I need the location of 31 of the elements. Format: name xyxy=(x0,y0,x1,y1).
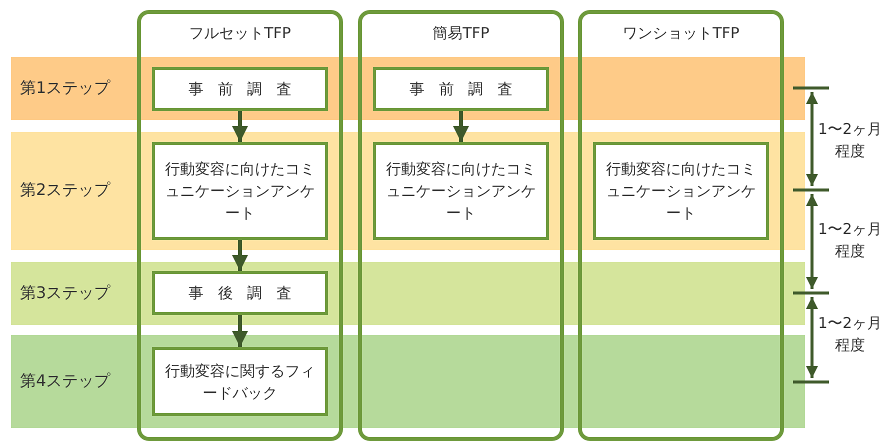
duration-label: 1〜2ヶ月程度 xyxy=(816,119,884,162)
process-box xyxy=(152,271,328,315)
column-heading: ワンショットTFP xyxy=(622,24,740,43)
column-frame xyxy=(358,10,564,441)
column-frame xyxy=(137,10,343,441)
process-box xyxy=(593,142,769,240)
process-box xyxy=(152,142,328,240)
arrow xyxy=(232,315,248,347)
box-text: 行動変容に向けたコミュニケーションアンケート xyxy=(605,159,757,224)
process-box xyxy=(152,67,328,111)
box-text: 行動変容に向けたコミュニケーションアンケート xyxy=(164,159,316,224)
step-label: 第3ステップ xyxy=(20,283,110,304)
column-frame xyxy=(578,10,784,441)
box-text: 事前調査 xyxy=(410,79,527,100)
arrow xyxy=(232,240,248,271)
duration-label: 1〜2ヶ月程度 xyxy=(816,219,884,262)
box-text: 行動変容に向けたコミュニケーションアンケート xyxy=(385,159,537,224)
column-heading: フルセットTFP xyxy=(188,24,292,43)
process-box xyxy=(152,347,328,416)
step-label: 第1ステップ xyxy=(20,78,110,99)
box-text: 事前調査 xyxy=(188,79,306,100)
process-box xyxy=(373,142,549,240)
box-text: 事後調査 xyxy=(188,283,306,304)
box-text: 行動変容に関するフィードバック xyxy=(164,360,316,404)
process-box xyxy=(373,67,549,111)
duration-label: 1〜2ヶ月程度 xyxy=(816,313,884,356)
arrow xyxy=(453,111,469,142)
arrow xyxy=(232,111,248,142)
step-label: 第2ステップ xyxy=(20,180,110,201)
step-label: 第4ステップ xyxy=(20,371,110,392)
column-heading: 簡易TFP xyxy=(432,24,490,43)
